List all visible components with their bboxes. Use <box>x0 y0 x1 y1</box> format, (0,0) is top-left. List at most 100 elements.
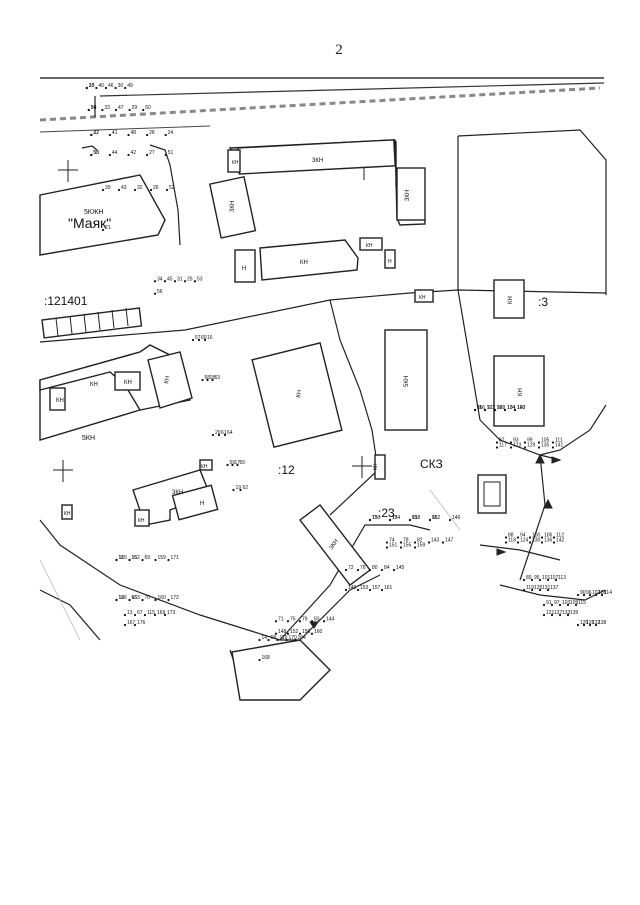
survey-point-label: 85 <box>432 515 438 521</box>
survey-point-107 <box>546 578 550 582</box>
survey-point-label: 152 <box>290 629 299 635</box>
survey-point-75 <box>286 620 290 623</box>
street-edge <box>39 77 605 133</box>
survey-point-label: 52 <box>169 185 175 191</box>
survey-point-label: 21 <box>105 225 111 231</box>
survey-point-16 <box>203 338 207 342</box>
survey-point-label: 161 <box>384 585 393 591</box>
survey-point-label: 71 <box>278 616 284 622</box>
survey-point-84 <box>380 568 384 572</box>
survey-point-90 <box>576 593 580 597</box>
survey-point-label: 122 <box>487 405 496 411</box>
survey-point-label: 145 <box>396 565 405 571</box>
survey-point-label: 121 <box>546 610 555 616</box>
survey-point-122 <box>483 408 487 412</box>
survey-point-label: 101 <box>542 575 551 581</box>
survey-point-label: 88 <box>508 533 514 539</box>
survey-point-label: 74 <box>389 538 395 544</box>
label-b1: 3КН <box>312 158 323 164</box>
survey-point-label: 96 <box>586 590 592 596</box>
survey-point-label: 38 <box>93 150 99 156</box>
survey-point-80 <box>368 568 372 572</box>
survey-point-144 <box>322 620 326 623</box>
survey-point-162 <box>128 558 131 562</box>
survey-point-label: 24 <box>168 130 174 136</box>
survey-point-label: 119 <box>526 585 534 591</box>
survey-point-label: 60 <box>201 335 207 341</box>
survey-point-label: 86 <box>477 405 483 411</box>
survey-point-label: 97 <box>554 600 560 606</box>
survey-point-label: 160 <box>314 629 323 635</box>
building-b18 <box>493 279 525 319</box>
survey-point-52 <box>165 188 169 192</box>
survey-point-label: 16 <box>207 335 213 341</box>
survey-point-label: 150 <box>372 515 381 521</box>
survey-point-label: 129 <box>527 443 536 449</box>
survey-point-label: 172 <box>171 595 180 601</box>
survey-point-51 <box>164 153 167 157</box>
survey-point-152 <box>286 632 290 635</box>
survey-point-label: 28 <box>149 130 155 136</box>
garages <box>41 307 143 339</box>
survey-point-label: 87 <box>499 438 505 444</box>
survey-point-label: 139 <box>570 610 579 616</box>
survey-point-label: 136 <box>544 538 553 544</box>
survey-point-113 <box>554 578 558 582</box>
survey-point-138 <box>594 623 598 627</box>
survey-point-label: 138 <box>598 620 607 626</box>
building-b26 <box>374 454 386 480</box>
survey-point-label: 109 <box>570 600 579 606</box>
survey-point-48 <box>127 133 130 137</box>
label-b6: Н <box>242 266 246 272</box>
survey-point-label: 13 <box>127 610 133 616</box>
survey-point-label: 62 <box>243 485 249 491</box>
survey-point-96 <box>582 593 586 597</box>
survey-point-label: 116 <box>477 405 485 411</box>
survey-point-168 <box>258 658 261 662</box>
survey-point-label: 110 <box>517 405 525 411</box>
survey-point-136 <box>540 541 544 544</box>
building-b24 <box>134 509 150 527</box>
survey-point-label: 137 <box>550 585 559 591</box>
survey-point-label: 118 <box>508 538 516 544</box>
survey-point-label: 46 <box>108 83 114 89</box>
survey-point-89 <box>522 578 526 582</box>
survey-point-label: 73 <box>372 515 378 521</box>
label-b4: КН <box>232 160 239 166</box>
survey-point-29 <box>128 108 131 112</box>
survey-point-124 <box>516 541 520 544</box>
survey-point-165 <box>115 558 118 562</box>
survey-point-label: 51 <box>168 150 174 156</box>
survey-point-label: 162 <box>132 555 141 561</box>
survey-point-67 <box>133 613 137 617</box>
mayak-type-label: 5КЖН <box>84 209 104 216</box>
survey-point-116 <box>473 408 477 412</box>
survey-point-21 <box>101 228 105 232</box>
survey-point-label: 106 <box>544 533 553 539</box>
survey-point-label: 76 <box>360 565 366 571</box>
survey-point-label: 157 <box>372 585 381 591</box>
survey-point-105 <box>537 441 541 444</box>
building-b8 <box>414 289 434 303</box>
survey-point-label: 53 <box>197 276 203 282</box>
survey-point-64 <box>223 433 227 437</box>
survey-point-label: 117 <box>499 443 507 449</box>
survey-point-label: 79 <box>302 616 308 622</box>
survey-point-45 <box>163 280 167 283</box>
survey-point-label: 140 <box>517 405 526 411</box>
survey-point-label: 49 <box>127 83 133 89</box>
survey-point-label: 40 <box>98 83 104 89</box>
survey-point-label: 120 <box>580 620 589 626</box>
survey-point-label: 107 <box>550 575 559 581</box>
survey-point-146 <box>448 518 452 522</box>
survey-point-133 <box>558 613 562 617</box>
label-b8: КН <box>419 295 426 301</box>
label-b2: 3КН <box>405 190 411 201</box>
page-number: 2 <box>335 42 343 58</box>
survey-point-115 <box>143 613 147 617</box>
survey-point-55 <box>90 153 93 157</box>
plot-12-label: :12 <box>278 463 295 477</box>
survey-point-label: 125 <box>534 585 543 591</box>
survey-point-label: 168 <box>262 655 271 661</box>
building-b14 <box>49 387 66 411</box>
